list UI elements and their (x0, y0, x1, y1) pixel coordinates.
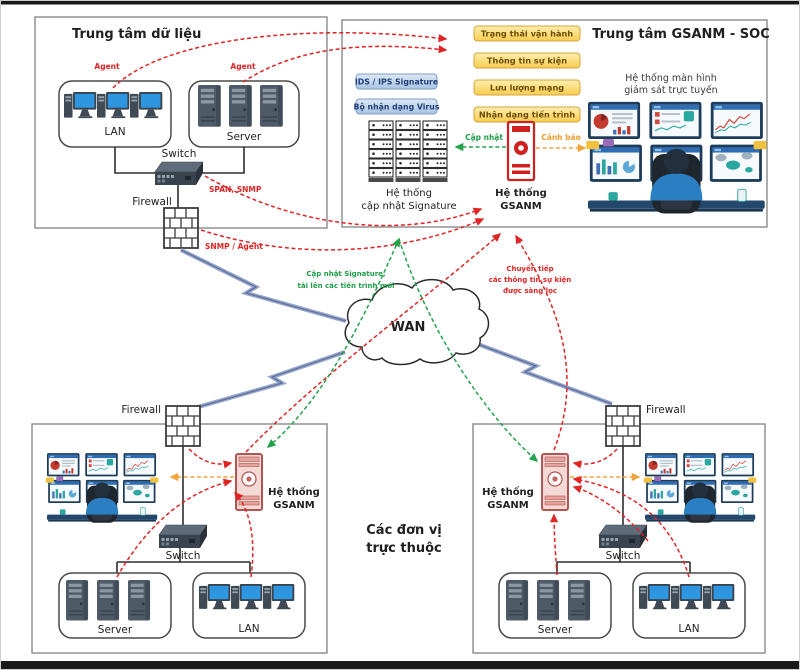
event-forward-label-line3: được sàng lọc (503, 287, 557, 295)
monitor-wall-label-line1: Hệ thống màn hình (625, 73, 716, 84)
operator-station-illustration (46, 453, 159, 523)
signature-badge (355, 98, 438, 115)
branch-wires (116, 446, 251, 573)
gsanm-label-line2: GSANM (500, 201, 542, 212)
firewall-label: Firewall (132, 196, 172, 208)
branch-unit-right-box: Firewall Hệ thống GSANM Switch Server LA… (472, 404, 766, 654)
agent-flow-label: Agent (94, 62, 120, 71)
event-forward-flow-right (515, 234, 568, 451)
lan-label: LAN (104, 126, 125, 138)
operator-station-illustration (586, 102, 766, 214)
status-badge-label: Lưu lượng mạng (490, 83, 564, 93)
gsanm-label-line2: GSANM (487, 500, 529, 511)
switch-label: Switch (606, 550, 641, 562)
wan-label: WAN (391, 320, 426, 335)
soc-box: Trung tâm GSANM - SOC Trạng thái vận hàn… (341, 19, 770, 228)
gsanm-tower-icon (235, 453, 263, 511)
data-center-box: Trung tâm dữ liệu LAN Server Switch Fire… (34, 16, 328, 249)
firewall-icon (165, 405, 201, 447)
data-center-title: Trung tâm dữ liệu (72, 27, 201, 42)
gsanm-tower-icon (541, 453, 569, 511)
agent-flow-lan (112, 32, 448, 89)
branch-units-caption-line1: Các đơn vị (366, 523, 442, 538)
firewall-label: Firewall (646, 404, 686, 416)
soc-blue-badges: IDS / IPS Signature Bộ nhận dạng Virus (354, 73, 440, 115)
server-tower-icon (198, 85, 221, 127)
signature-badge-label: Bộ nhận dạng Virus (354, 103, 440, 112)
event-forward-label-line2: các thông tin sự kiện (489, 276, 572, 284)
status-badge-label: Trạng thái vận hành (481, 29, 573, 39)
status-badge (473, 79, 581, 96)
monitor-wall-label-line2: giám sát trực tuyến (624, 85, 717, 96)
signature-badge (355, 73, 438, 90)
lan-label: LAN (238, 623, 259, 635)
branch-unit-left-box: Firewall Hệ thống GSANM Switch Server LA… (31, 404, 328, 654)
gsanm-label-line1: Hệ thống (495, 186, 547, 199)
alert-flow-label: Cảnh báo (541, 133, 580, 142)
server-tower-icon (506, 580, 529, 621)
gsanm-label-line1: Hệ thống (482, 485, 534, 498)
status-badge-label: Thông tin sự kiện (487, 56, 567, 66)
agent-flow-server (242, 45, 448, 83)
lan-label: LAN (678, 623, 699, 635)
update-flow-label: Cập nhật (465, 133, 503, 142)
server-tower-icon (537, 580, 560, 621)
server-tower-icon (128, 580, 151, 621)
signature-update-label-line2: tải lên các tiến trình mới (298, 281, 395, 290)
status-badge (473, 25, 581, 42)
gsanm-tower-icon (506, 120, 536, 182)
signature-update-flow-right (398, 238, 539, 462)
branch-wires (556, 446, 691, 573)
signature-update-rack-icon (369, 121, 448, 182)
local-collect-arrows (116, 448, 254, 578)
status-badge (473, 52, 581, 69)
server-tower-icon (260, 85, 283, 127)
gsanm-label-line2: GSANM (273, 500, 315, 511)
span-snmp-flow (204, 175, 483, 227)
status-badge-label: Nhận dạng tiến trình (479, 110, 575, 120)
operator-station-illustration (644, 453, 757, 523)
branch-units-caption-line2: trực thuộc (366, 541, 441, 556)
signature-badge-label: IDS / IPS Signature (355, 78, 438, 87)
switch-icon (154, 161, 204, 186)
switch-icon (598, 524, 648, 549)
agent-flow-label: Agent (230, 62, 256, 71)
wan-flows: Agent Agent SPAN, SNMP SNMP / Agent Chuy… (94, 32, 572, 462)
server-tower-icon (568, 580, 591, 621)
switch-icon (158, 524, 208, 549)
signature-system-label-line1: Hệ thống (386, 187, 432, 199)
switch-label: Switch (166, 550, 201, 562)
soc-yellow-badges: Trạng thái vận hành Thông tin sự kiện Lư… (473, 25, 581, 123)
signature-system-label-line2: cập nhật Signature (361, 200, 456, 212)
bottom-frame-bar (0, 661, 800, 670)
switch-label: Switch (162, 148, 197, 160)
top-frame-bar (0, 0, 800, 5)
span-snmp-label: SPAN, SNMP (209, 185, 262, 194)
lan-switch-wires (114, 147, 245, 208)
server-label: Server (227, 131, 262, 143)
server-label: Server (538, 624, 573, 636)
local-collect-arrows (549, 448, 690, 578)
server-tower-icon (66, 580, 89, 621)
event-forward-label-line1: Chuyển tiếp (506, 264, 553, 273)
gsanm-label-line1: Hệ thống (268, 485, 320, 498)
snmp-agent-label: SNMP / Agent (205, 242, 263, 251)
server-label: Server (98, 624, 133, 636)
server-tower-icon (97, 580, 120, 621)
signature-update-label-line1: Cập nhật Signature, (306, 270, 385, 278)
firewall-label: Firewall (121, 404, 161, 416)
firewall-icon (163, 207, 199, 249)
firewall-icon (605, 405, 641, 447)
server-tower-icon (229, 85, 252, 127)
soc-title: Trung tâm GSANM - SOC (592, 27, 770, 42)
signature-update-flow-left (266, 237, 400, 448)
